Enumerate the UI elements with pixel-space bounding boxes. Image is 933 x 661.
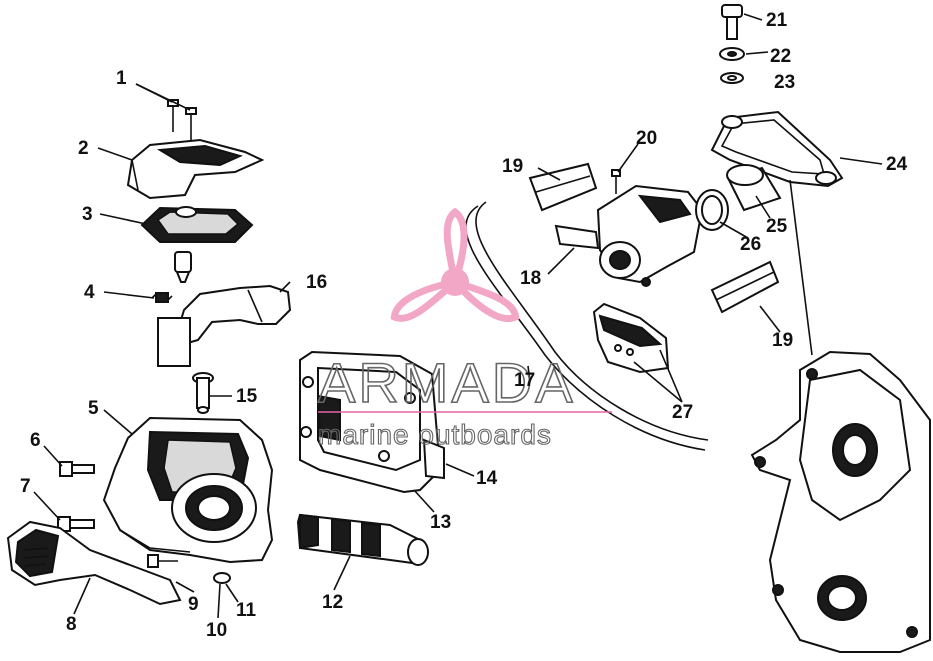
- part-25-sleeve: [726, 164, 782, 212]
- part-2-top-cover: [126, 138, 265, 200]
- callout-27: 27: [672, 402, 693, 423]
- part-20-screw: [611, 169, 621, 194]
- callout-9: 9: [188, 594, 199, 615]
- callout-23: 23: [774, 72, 795, 93]
- part-8-handle-lever: [6, 520, 182, 606]
- part-23-washer: [720, 72, 744, 84]
- callout-15: 15: [236, 386, 258, 407]
- callout-1: 1: [116, 68, 127, 89]
- part-lower-housing-casting: [750, 350, 931, 653]
- callout-19-upper: 19: [502, 156, 523, 177]
- callout-13: 13: [430, 512, 451, 533]
- callout-17: 17: [514, 370, 535, 391]
- callout-20: 20: [636, 128, 657, 149]
- callout-21: 21: [766, 10, 788, 31]
- callout-14: 14: [476, 468, 498, 489]
- part-15-pin: [192, 372, 214, 414]
- part-9-screw: [147, 554, 178, 568]
- part-10-11-clip: [213, 572, 231, 584]
- callout-4: 4: [84, 282, 95, 303]
- part-26-ring: [695, 189, 729, 231]
- part-19-sleeve-upper: [528, 162, 598, 212]
- callout-8: 8: [66, 614, 77, 635]
- callout-7: 7: [20, 476, 31, 497]
- callout-10: 10: [206, 620, 227, 641]
- watermark-brand: ARMADA: [318, 351, 576, 414]
- callout-2: 2: [78, 138, 89, 159]
- leader-lines: [33, 13, 883, 619]
- callout-18: 18: [520, 268, 541, 289]
- callout-6: 6: [30, 430, 41, 451]
- part-21-bolt: [721, 4, 743, 40]
- part-19-sleeve-lower: [710, 260, 780, 314]
- callout-labels: 1 2 3 4 5 6 7 8 9 10 11 12 13 14 15 16 1…: [20, 10, 908, 641]
- part-6-bolt: [59, 461, 95, 477]
- part-18-bracket: [554, 184, 704, 287]
- callout-12: 12: [322, 592, 343, 613]
- callout-3: 3: [82, 204, 93, 225]
- callout-22: 22: [770, 46, 791, 67]
- callout-11: 11: [236, 600, 257, 621]
- part-27-brackets: [592, 302, 670, 374]
- callout-26: 26: [740, 234, 761, 255]
- part-12-shaft: [296, 513, 430, 566]
- armada-watermark: ARMADA marine outboards: [317, 207, 612, 451]
- part-16-lever-arm: [157, 284, 292, 367]
- watermark-tagline: marine outboards: [318, 419, 552, 450]
- part-4-spring: [151, 292, 173, 303]
- propeller-logo: [390, 207, 520, 322]
- callout-24: 24: [886, 154, 908, 175]
- part-22-washer: [719, 47, 745, 61]
- part-5-main-housing: [102, 416, 274, 564]
- part-3-gasket-plate: [140, 206, 254, 243]
- callout-16: 16: [306, 272, 327, 293]
- part-plunger: [174, 251, 192, 283]
- callout-5: 5: [88, 398, 99, 419]
- callout-25: 25: [766, 216, 788, 237]
- part-13-14-side-cover: [299, 350, 445, 494]
- callout-19-lower: 19: [772, 330, 793, 351]
- part-1-screws: [167, 99, 197, 140]
- part-7-bolt: [57, 516, 95, 532]
